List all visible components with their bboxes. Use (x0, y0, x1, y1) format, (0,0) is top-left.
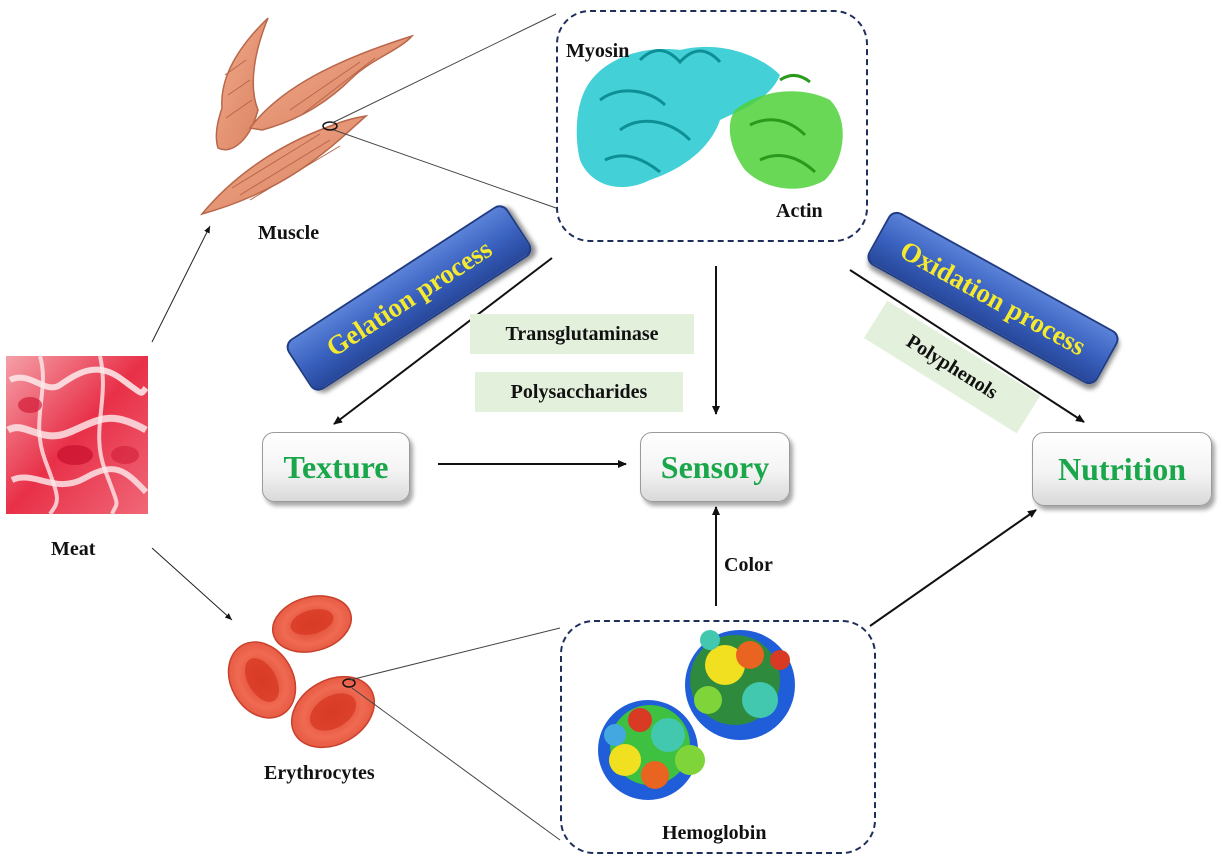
hemoglobin-box (560, 620, 876, 854)
nutrition-node: Nutrition (1032, 432, 1212, 506)
muscle-label: Muscle (258, 222, 320, 244)
texture-node: Texture (262, 432, 410, 502)
polysaccharides-label: Polysaccharides (475, 372, 683, 412)
nutrition-label: Nutrition (1058, 450, 1186, 487)
meat-label: Meat (51, 538, 96, 560)
erythrocytes-label: Erythrocytes (264, 762, 375, 784)
texture-label: Texture (283, 448, 389, 485)
myosin-label: Myosin (566, 40, 630, 62)
muscle-fibers-illustration (199, 17, 415, 216)
myosin-actin-box (556, 10, 868, 242)
hemoglobin-label: Hemoglobin (662, 822, 767, 844)
sensory-node: Sensory (640, 432, 790, 502)
erythrocytes-illustration (227, 595, 376, 749)
sensory-label: Sensory (660, 448, 770, 485)
color-label: Color (724, 554, 773, 576)
hemoglobin-structure (598, 630, 795, 800)
transglutaminase-label: Transglutaminase (470, 314, 694, 354)
meat-image (6, 355, 149, 516)
myosin-actin-structure (576, 46, 843, 189)
actin-label: Actin (776, 200, 823, 222)
